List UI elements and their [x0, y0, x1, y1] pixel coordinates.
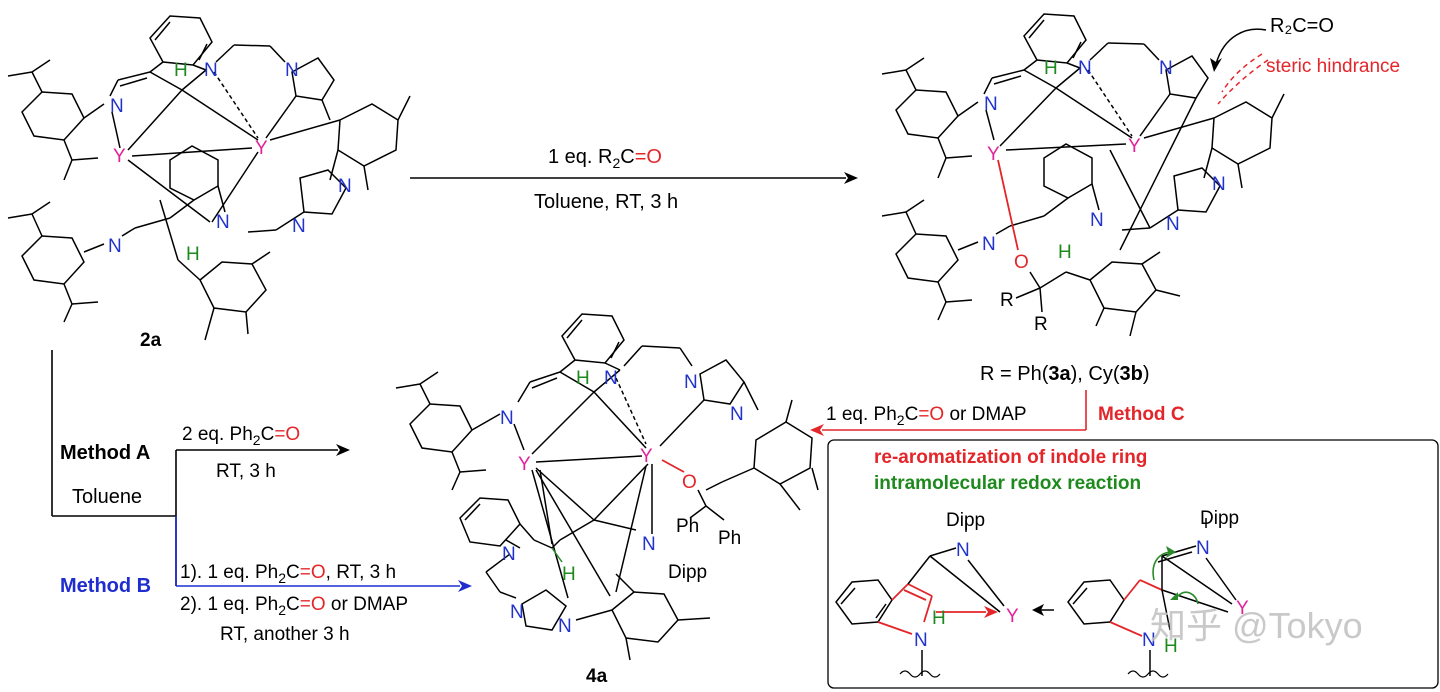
atom-nitrogen: N [285, 60, 299, 81]
atom-nitrogen: N [502, 544, 516, 565]
atom-hydrogen: H [186, 244, 200, 265]
phenyl-label: Ph [718, 528, 741, 549]
method-ab-pathway: Method A 2 eq. Ph2C=O RT, 3 h Toluene Me… [51, 350, 472, 645]
compound-label-4a: 4a [586, 666, 608, 687]
atom-nitrogen: N [1166, 214, 1180, 235]
compound-label-2a: 2a [140, 330, 162, 351]
dipp-label: Dipp [946, 510, 985, 531]
atom-nitrogen: N [204, 60, 218, 81]
method-b-step1: 1). 1 eq. Ph2C=O, RT, 3 h [180, 562, 396, 586]
method-c-reagent: 1 eq. Ph2C=O or DMAP [826, 404, 1027, 428]
atom-yttrium: Y [640, 446, 653, 467]
atom-nitrogen: N [956, 540, 970, 561]
atom-r-group: R [1000, 290, 1014, 311]
method-a-label: Method A [60, 442, 150, 464]
atom-nitrogen: N [1142, 630, 1156, 651]
atom-nitrogen: N [1090, 210, 1104, 231]
atom-nitrogen: N [982, 234, 996, 255]
atom-hydrogen: H [576, 368, 590, 389]
dipp-label: Dipp [668, 562, 707, 583]
method-b-step3: RT, another 3 h [220, 624, 350, 645]
top-arrow-reagent: 1 eq. R2C=O [548, 146, 662, 171]
atom-yttrium: Y [1128, 136, 1141, 157]
mechanism-box: re-aromatization of indole ring intramol… [827, 439, 1439, 689]
method-c-label: Method C [1098, 404, 1185, 425]
atom-yttrium: Y [1236, 598, 1249, 619]
atom-nitrogen: N [1196, 538, 1210, 559]
atom-nitrogen: N [338, 176, 352, 197]
atom-hydrogen: H [1164, 636, 1178, 657]
atom-nitrogen: N [292, 216, 306, 237]
compound-2a-structure: N N N N N N N H H Y Y 2a [7, 15, 411, 351]
atom-nitrogen: N [216, 212, 230, 233]
watermark: 知乎 @Tokyo [1150, 605, 1363, 646]
method-b-label: Method B [60, 575, 151, 597]
atom-nitrogen: N [1159, 58, 1173, 79]
atom-nitrogen: N [684, 372, 698, 393]
atom-nitrogen: N [500, 408, 514, 429]
top-arrow-conditions: Toluene, RT, 3 h [534, 191, 678, 213]
compound-3-structure: N N N N N N N H H Y Y O R R R₂C=O steric… [881, 13, 1400, 385]
atom-yttrium: Y [1006, 606, 1019, 627]
method-a-conditions: RT, 3 h [216, 461, 276, 482]
atom-hydrogen: H [174, 60, 188, 81]
r-group-definition: R = Ph(3a), Cy(3b) [980, 363, 1150, 385]
mechanism-line-redox: intramolecular redox reaction [874, 473, 1141, 494]
method-b-step2: 2). 1 eq. Ph2C=O or DMAP [180, 594, 408, 618]
atom-nitrogen: N [642, 534, 656, 555]
ketone-reagent-label: R₂C=O [1270, 15, 1334, 37]
dipp-label: Dipp [1200, 508, 1239, 529]
atom-nitrogen: N [110, 96, 124, 117]
atom-hydrogen: H [932, 608, 946, 629]
atom-nitrogen: N [730, 404, 744, 425]
method-c-pathway: 1 eq. Ph2C=O or DMAP Method C [810, 390, 1185, 436]
atom-oxygen: O [1014, 252, 1029, 273]
atom-nitrogen: N [604, 368, 618, 389]
atom-yttrium: Y [518, 454, 531, 475]
atom-hydrogen: H [1044, 58, 1058, 79]
method-a-reagent: 2 eq. Ph2C=O [182, 424, 300, 448]
atom-hydrogen: H [562, 564, 576, 585]
atom-yttrium: Y [113, 146, 126, 167]
atom-r-group: R [1034, 314, 1048, 335]
atom-hydrogen: H [1058, 242, 1072, 263]
atom-yttrium: Y [255, 138, 268, 159]
compound-4a-structure: N N N N N N N N H H Y Y O Ph Ph Dipp 4a [395, 313, 819, 687]
atom-nitrogen: N [914, 630, 928, 651]
atom-yttrium: Y [987, 144, 1000, 165]
atom-oxygen: O [682, 472, 697, 493]
atom-nitrogen: N [558, 616, 572, 637]
atom-nitrogen: N [1212, 174, 1226, 195]
top-reaction-arrow: 1 eq. R2C=O Toluene, RT, 3 h [410, 146, 858, 213]
solvent-label: Toluene [72, 486, 142, 508]
atom-nitrogen: N [1078, 58, 1092, 79]
phenyl-label: Ph [676, 516, 699, 537]
atom-nitrogen: N [510, 602, 524, 623]
mechanism-line-rearomatization: re-aromatization of indole ring [874, 447, 1147, 468]
steric-hindrance-label: steric hindrance [1266, 56, 1400, 77]
atom-nitrogen: N [984, 94, 998, 115]
atom-nitrogen: N [108, 236, 122, 257]
